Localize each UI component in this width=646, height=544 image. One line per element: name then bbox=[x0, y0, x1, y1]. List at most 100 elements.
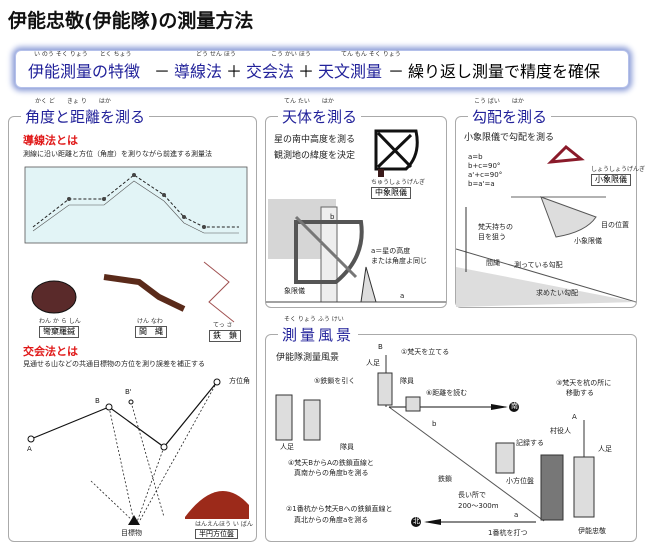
note: または角度よ同じ bbox=[371, 257, 427, 265]
formula: b+c=90° bbox=[468, 162, 501, 170]
label-taiin-1: 隊員 bbox=[400, 377, 414, 385]
step-2: ②1番杭から梵天Bへの鉄鎖直線と bbox=[286, 505, 393, 513]
hanen-ruby: はんえんほう い ばん bbox=[195, 521, 253, 528]
panel-scene: 測量風景 そく りょう ふう けい 伊能隊測量風景 ①梵天を立てる ②1番杭から… bbox=[265, 317, 637, 542]
wanted-slope-label: 求めたい勾配 bbox=[536, 289, 578, 297]
plus: ＋ bbox=[298, 62, 315, 81]
ruby: かく ど きょ り はか bbox=[35, 98, 111, 105]
instrument-ruby-sho: しょうしょうげんぎ bbox=[591, 166, 646, 173]
label-murayakunin: 村役人 bbox=[550, 427, 571, 435]
feature-banner: い のう そく りょう とく ちょう どう せん ほう こう かい ほう てん … bbox=[15, 50, 629, 88]
label-long-2: 200〜300m bbox=[458, 502, 499, 510]
step-3b: 移動する bbox=[566, 389, 594, 397]
panel-heading: 勾配を測る bbox=[468, 108, 552, 126]
point-b: B bbox=[95, 397, 100, 405]
slope-line1: 小象限儀で勾配を測る bbox=[464, 133, 555, 143]
ruby: こう かい ほう bbox=[271, 51, 311, 58]
sky-line1: 星の南中高度を測る bbox=[274, 135, 356, 145]
koukai-desc: 見通せる山などの共通目標物の方位を測り誤差を補正する bbox=[23, 360, 205, 368]
label-ninsoku-1: 人足 bbox=[366, 359, 380, 367]
label-record: 記録する bbox=[516, 439, 544, 447]
step-4: ④梵天BからAの鉄鎖直線と bbox=[288, 459, 374, 467]
azimuth-label: 方位角 bbox=[229, 377, 250, 385]
step-1: ①梵天を立てる bbox=[401, 348, 450, 356]
quadrant-label: 象限儀 bbox=[284, 287, 305, 295]
dousen-title: 導線法とは bbox=[23, 134, 78, 147]
ruby: てん もん そく りょう bbox=[341, 51, 401, 58]
label-long-1: 長い所で bbox=[458, 491, 486, 499]
instrument-ruby-kennawa: けん なわ bbox=[137, 318, 163, 325]
ruby: こう ばい はか bbox=[474, 98, 524, 105]
scene-subtitle: 伊能隊測量風景 bbox=[276, 353, 340, 363]
ruby: そく りょう ふう けい bbox=[284, 316, 344, 323]
instrument-label-sho: 小象限儀 bbox=[591, 174, 631, 186]
angle-b: b bbox=[432, 420, 437, 428]
instrument-label-tessa: 鉄 鎖 bbox=[209, 330, 241, 342]
step-5: ⑤鉄鎖を引く bbox=[314, 377, 356, 385]
ruby: い のう そく りょう とく ちょう bbox=[34, 51, 132, 58]
accuracy-text: 繰り返し測量で精度を確保 bbox=[408, 62, 601, 81]
method-tenmon: 天文測量 bbox=[318, 62, 383, 81]
celestial-diagram bbox=[266, 129, 446, 303]
point-a: A bbox=[27, 445, 32, 453]
eye-label: 目の位置 bbox=[601, 221, 629, 229]
note: a＝星の高度 bbox=[371, 247, 411, 255]
label-tadataka: 伊能忠敬 bbox=[578, 527, 606, 535]
step-2b: 真北からの角度aを測る bbox=[294, 516, 369, 524]
instrument-ruby-chu: ちゅうしょうげんぎ bbox=[371, 179, 426, 186]
dousen-desc: 測線に沿い距離と方位（角度）を測りながら前進する測量法 bbox=[23, 150, 212, 158]
target-label: 目標物 bbox=[121, 529, 142, 537]
method-koukai: 交会法 bbox=[246, 62, 295, 81]
north-mark: 北 bbox=[413, 517, 420, 525]
instrument-label-wanka: 彎窠羅鍼 bbox=[39, 326, 79, 338]
method-dousen: 導線法 bbox=[174, 62, 223, 81]
panel-angle-distance: 角度と距離を測る かく ど きょ り はか 導線法とは 測線に沿い距離と方位（角… bbox=[8, 99, 257, 542]
instrument-label-kennawa: 間 縄 bbox=[135, 326, 167, 338]
slope-diagram bbox=[456, 144, 636, 307]
panel-heading: 天体を測る bbox=[278, 108, 362, 126]
angle-diagram bbox=[24, 166, 249, 525]
instrument-ruby-tessa: てっ さ bbox=[213, 322, 233, 329]
formula: b=a'=a bbox=[468, 180, 495, 188]
label-taiin-2: 隊員 bbox=[340, 443, 354, 451]
hanen-label: 半円方位盤 bbox=[195, 529, 238, 540]
separator: － bbox=[154, 62, 171, 81]
label-ninsoku-3: 人足 bbox=[598, 445, 612, 453]
formula: a'+c=90° bbox=[468, 171, 503, 179]
step-3: ③梵天を杭の所に bbox=[556, 379, 612, 387]
separator: － bbox=[388, 62, 405, 81]
angle-a: a bbox=[400, 292, 405, 300]
label-a: A bbox=[572, 413, 577, 421]
south-mark: 南 bbox=[511, 402, 518, 410]
sky-line2: 観測地の緯度を決定 bbox=[274, 151, 356, 161]
ruby: どう せん ほう bbox=[196, 51, 236, 58]
panel-slope: 勾配を測る こう ばい はか 小象限儀で勾配を測る a=b b+c=90° a'… bbox=[455, 99, 645, 308]
label-chain: 鉄鎖 bbox=[438, 475, 452, 483]
label-stake: 1番杭を打つ bbox=[488, 529, 528, 537]
point-b-prime: B' bbox=[125, 388, 132, 396]
ruby: てん たい はか bbox=[284, 98, 334, 105]
bonten-label: 目を狙う bbox=[478, 233, 506, 241]
page-title: 伊能忠敬(伊能隊)の測量方法 bbox=[8, 10, 254, 32]
angle-b: b bbox=[330, 213, 335, 221]
step-6: ⑥距離を読む bbox=[426, 389, 468, 397]
feature-label: 伊能測量の特徴 bbox=[28, 62, 141, 81]
panel-heading: 角度と距離を測る bbox=[21, 108, 150, 126]
label-kohoi: 小方位盤 bbox=[506, 477, 534, 485]
small-quadrant-label: 小象限儀 bbox=[574, 237, 602, 245]
panel-celestial: 天体を測る てん たい はか 星の南中高度を測る 観測地の緯度を決定 ちゅうしょ… bbox=[265, 99, 447, 308]
plus: ＋ bbox=[226, 62, 243, 81]
step-4b: 真南からの角度bを測る bbox=[294, 469, 369, 477]
angle-a: a bbox=[514, 511, 519, 519]
label-ninsoku-2: 人足 bbox=[280, 443, 294, 451]
scene-diagram bbox=[275, 355, 595, 527]
rope-label: 間縄 bbox=[486, 259, 500, 267]
koukai-title: 交会法とは bbox=[23, 345, 78, 358]
label-b: B bbox=[378, 343, 383, 351]
measuring-slope-label: 測っている勾配 bbox=[514, 261, 563, 269]
bonten-label: 梵天持ちの bbox=[478, 223, 513, 231]
instrument-label-chu: 中象限儀 bbox=[371, 187, 411, 199]
instrument-ruby-wanka: わん か ら しん bbox=[39, 318, 81, 325]
formula: a=b bbox=[468, 153, 483, 161]
